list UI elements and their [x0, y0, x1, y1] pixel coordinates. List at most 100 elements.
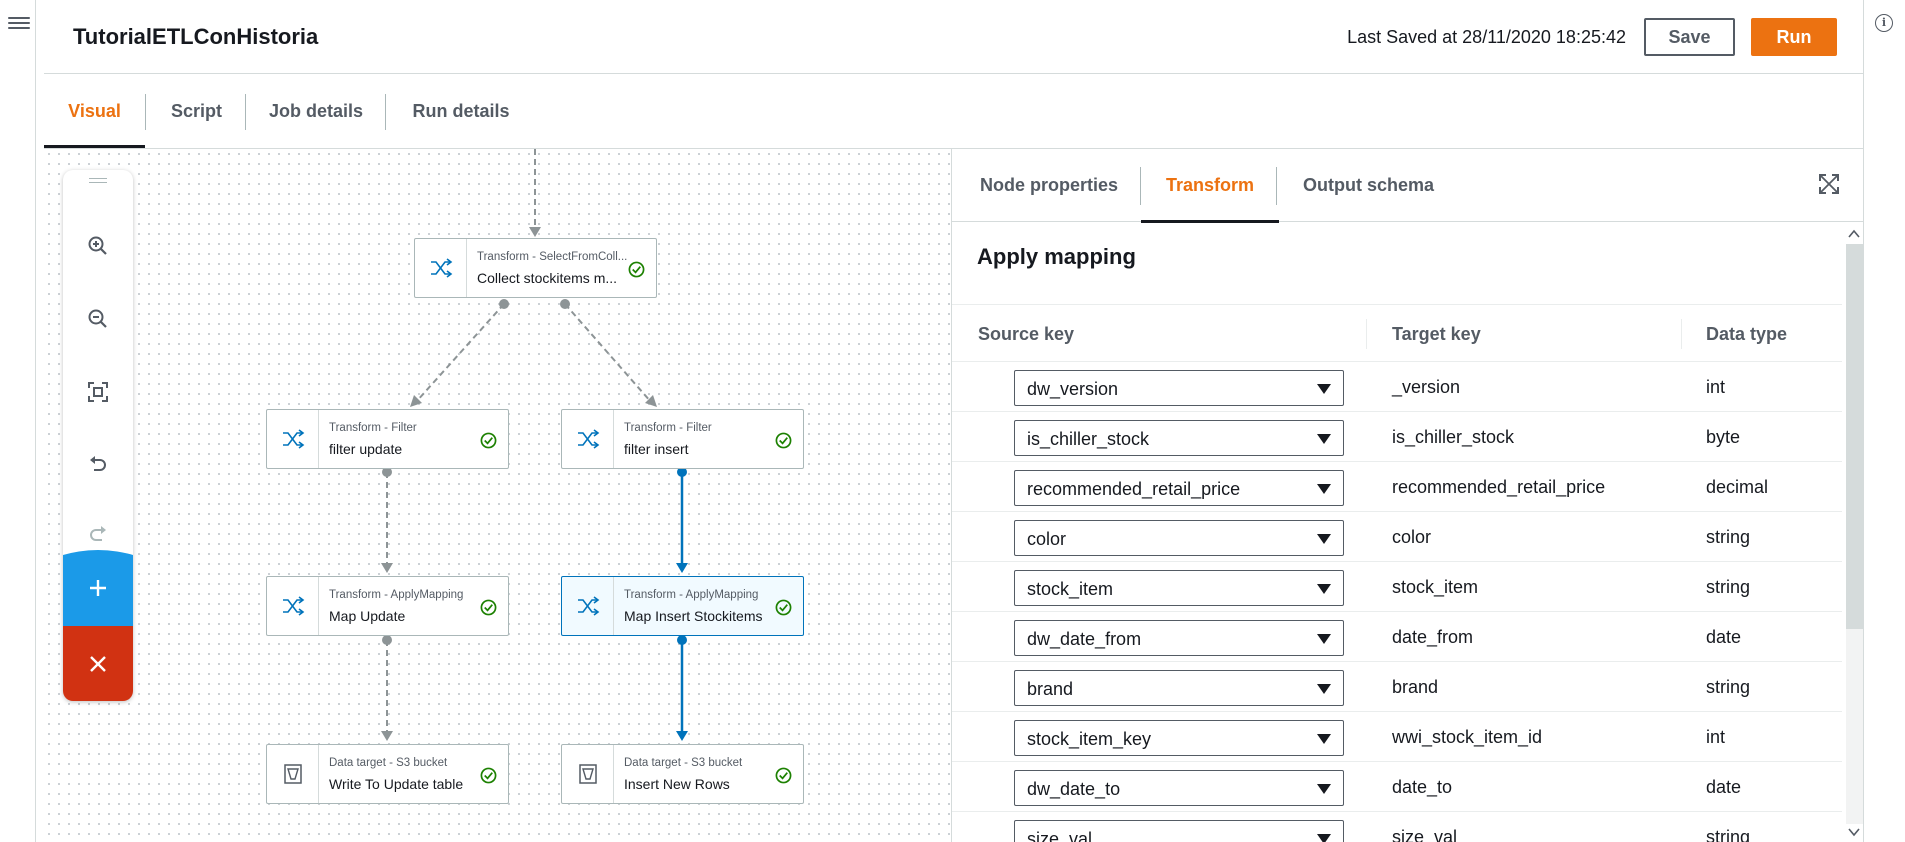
caret-down-icon [1317, 684, 1331, 694]
node-name: filter insert [624, 441, 689, 457]
panel-scrollbar[interactable] [1842, 222, 1863, 842]
zoom-out-icon[interactable] [63, 294, 133, 344]
node-filter-update[interactable]: Transform - Filter filter update [266, 409, 509, 469]
tab-divider [1276, 167, 1277, 205]
panel-tabs: Node properties Transform Output schema [952, 149, 1863, 223]
edge-arrowhead [676, 563, 688, 573]
tab-visual[interactable]: Visual [44, 74, 145, 148]
data-type[interactable]: string [1706, 677, 1751, 697]
zoom-in-icon[interactable] [63, 221, 133, 271]
menu-icon[interactable] [8, 14, 30, 34]
data-type[interactable]: decimal [1706, 477, 1769, 497]
node-type-label: Transform - Filter [624, 422, 712, 434]
node-filter-insert[interactable]: Transform - Filter filter insert [561, 409, 804, 469]
source-key-value: stock_item_key [1027, 729, 1152, 749]
source-key-select[interactable]: dw_date_from [1014, 620, 1344, 656]
section-title: Apply mapping [977, 244, 1136, 269]
node-name: filter update [329, 441, 403, 457]
mapping-row: stock_item stock_item string [952, 562, 1842, 612]
run-button[interactable]: Run [1751, 18, 1837, 56]
scrollbar-thumb[interactable] [1846, 244, 1863, 629]
source-key-value: recommended_retail_price [1027, 479, 1241, 499]
data-type[interactable]: date [1706, 627, 1742, 647]
data-type[interactable]: int [1706, 377, 1726, 397]
data-type[interactable]: byte [1706, 427, 1741, 447]
shuffle-icon [267, 577, 319, 635]
node-write-update-table[interactable]: Data target - S3 bucket Write To Update … [266, 744, 509, 804]
node-type-label: Transform - ApplyMapping [624, 589, 759, 601]
column-header: Data type [1706, 324, 1788, 344]
success-check-icon [628, 261, 645, 278]
edge-collect-filter-insert [564, 303, 652, 403]
target-key[interactable]: brand [1392, 677, 1439, 697]
node-name: Map Update [329, 608, 406, 624]
source-key-select[interactable]: stock_item_key [1014, 720, 1344, 756]
left-rail [0, 0, 36, 842]
tab-run-details[interactable]: Run details [412, 101, 510, 121]
node-name: Map Insert Stockitems [624, 608, 763, 624]
undo-icon[interactable] [63, 440, 133, 490]
data-type[interactable]: int [1706, 727, 1726, 747]
source-key-select[interactable]: dw_version [1014, 370, 1344, 406]
source-key-select[interactable]: size_val [1014, 820, 1344, 842]
visual-canvas[interactable]: Transform - SelectFromColl... Collect st… [44, 149, 952, 842]
tab-divider [1140, 167, 1141, 205]
caret-down-icon [1317, 484, 1331, 494]
s3-bucket-icon [267, 745, 319, 803]
fit-screen-icon[interactable] [63, 367, 133, 417]
source-key-select[interactable]: is_chiller_stock [1014, 420, 1344, 456]
tab-script[interactable]: Script [170, 101, 222, 121]
info-icon[interactable]: i [1875, 14, 1893, 32]
tab-job-details[interactable]: Job details [268, 101, 364, 121]
node-type-label: Data target - S3 bucket [329, 757, 448, 769]
data-type[interactable]: date [1706, 777, 1742, 797]
delete-node-button[interactable] [63, 626, 133, 701]
source-key-value: is_chiller_stock [1027, 429, 1150, 449]
job-header: TutorialETLConHistoria Last Saved at 28/… [44, 0, 1863, 74]
tab-node-properties[interactable]: Node properties [980, 175, 1119, 195]
column-divider [1681, 319, 1682, 349]
source-key-select[interactable]: stock_item [1014, 570, 1344, 606]
tab-output-schema[interactable]: Output schema [1303, 175, 1435, 195]
edge-arrowhead [381, 731, 393, 741]
target-key[interactable]: date_to [1392, 777, 1453, 797]
node-insert-new-rows[interactable]: Data target - S3 bucket Insert New Rows [561, 744, 804, 804]
data-type[interactable]: string [1706, 577, 1751, 597]
job-title: TutorialETLConHistoria [73, 24, 319, 49]
add-node-button[interactable] [63, 550, 133, 626]
source-key-value: brand [1027, 679, 1074, 699]
tab-transform[interactable]: Transform [1140, 149, 1280, 223]
last-saved-status: Last Saved at 28/11/2020 18:25:42 [1347, 27, 1626, 47]
success-check-icon [480, 599, 497, 616]
caret-down-icon [1317, 434, 1331, 444]
save-button[interactable]: Save [1644, 18, 1735, 56]
target-key[interactable]: date_from [1392, 627, 1474, 647]
target-key[interactable]: wwi_stock_item_id [1392, 727, 1543, 747]
target-key[interactable]: recommended_retail_price [1392, 477, 1606, 497]
node-map-insert-stockitems[interactable]: Transform - ApplyMapping Map Insert Stoc… [561, 576, 804, 636]
edge-arrowhead [410, 395, 422, 407]
node-map-update[interactable]: Transform - ApplyMapping Map Update [266, 576, 509, 636]
caret-down-icon [1317, 734, 1331, 744]
source-key-select[interactable]: brand [1014, 670, 1344, 706]
target-key[interactable]: is_chiller_stock [1392, 427, 1515, 447]
redo-icon[interactable] [63, 510, 133, 560]
source-key-select[interactable]: recommended_retail_price [1014, 470, 1344, 506]
target-key[interactable]: _version [1392, 377, 1461, 397]
source-key-select[interactable]: color [1014, 520, 1344, 556]
expand-icon[interactable] [1818, 173, 1840, 195]
mapping-table-header: Source key Target key Data type [952, 304, 1842, 362]
chevron-down-icon[interactable] [1847, 826, 1861, 838]
target-key[interactable]: size_val [1392, 827, 1458, 842]
node-collect-stockitems[interactable]: Transform - SelectFromColl... Collect st… [414, 238, 657, 298]
drag-handle-icon[interactable] [89, 178, 107, 183]
data-type[interactable]: string [1706, 827, 1751, 842]
canvas-toolbar [63, 170, 133, 701]
chevron-up-icon[interactable] [1847, 228, 1861, 240]
data-type[interactable]: string [1706, 527, 1751, 547]
target-key[interactable]: stock_item [1392, 577, 1479, 597]
target-key[interactable]: color [1392, 527, 1432, 547]
source-key-select[interactable]: dw_date_to [1014, 770, 1344, 806]
add-icon [90, 580, 106, 596]
mapping-row: dw_date_from date_from date [952, 612, 1842, 662]
